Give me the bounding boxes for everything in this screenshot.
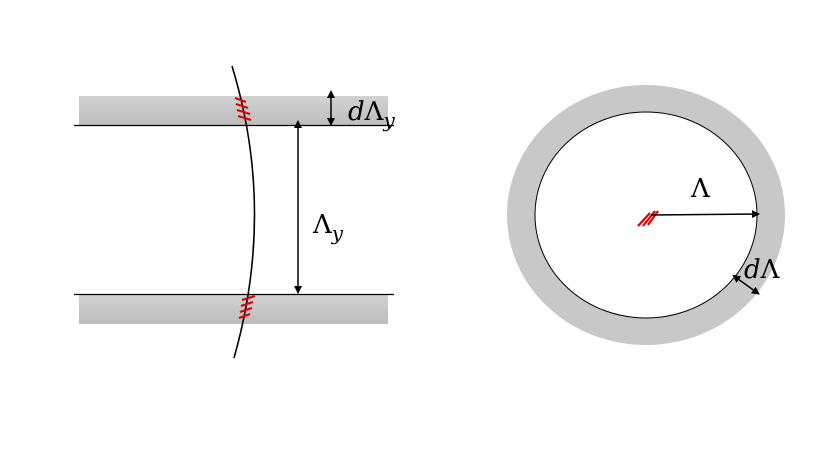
lambda-y-label: Λy xyxy=(312,210,344,245)
bottom-band xyxy=(79,294,388,324)
d-lambda-y-label: dΛy xyxy=(348,97,395,132)
d-lambda-arrow xyxy=(732,274,760,295)
wavefront-curve xyxy=(231,65,256,359)
ring-figure: Λ dΛ xyxy=(507,85,785,345)
top-band xyxy=(79,96,388,126)
bottom-hatch-marks xyxy=(238,294,256,320)
d-lambda-label: dΛ xyxy=(744,255,781,285)
parallel-bands-figure: dΛy Λy xyxy=(74,65,395,359)
center-hatch-marks xyxy=(637,210,659,227)
top-hatch-marks xyxy=(234,96,252,122)
lambda-label: Λ xyxy=(690,174,711,204)
radius-lambda-arrow xyxy=(650,210,760,219)
